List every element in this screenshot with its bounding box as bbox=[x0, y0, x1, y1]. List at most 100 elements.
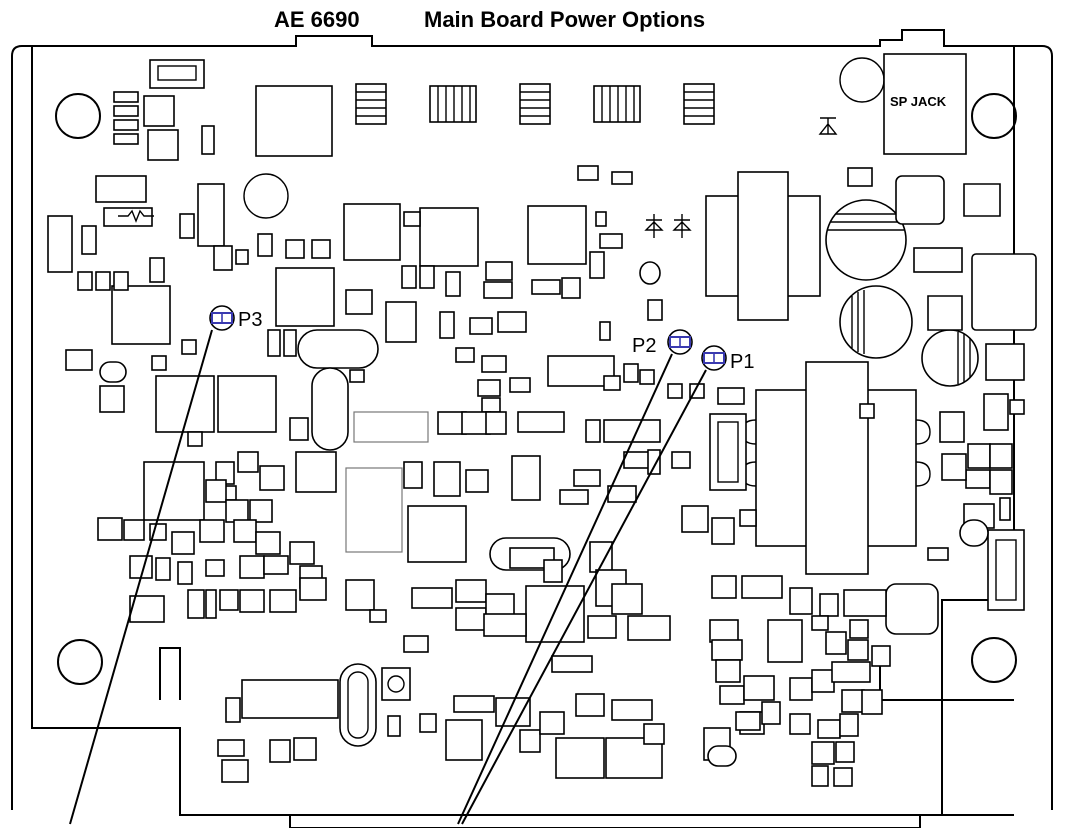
smd-component bbox=[411, 587, 453, 609]
smd-component bbox=[1009, 399, 1025, 415]
smd-component bbox=[419, 265, 435, 289]
smd-component bbox=[187, 589, 205, 619]
smd-component bbox=[453, 695, 495, 713]
smd-component bbox=[575, 693, 605, 717]
smd-component bbox=[269, 589, 297, 613]
transistor-package bbox=[99, 361, 127, 383]
smd-component bbox=[599, 233, 623, 249]
smd-component bbox=[611, 583, 643, 615]
smd-component bbox=[95, 271, 111, 291]
smd-component bbox=[847, 167, 873, 187]
jumper-p2-label: P2 bbox=[632, 335, 656, 357]
title-model: AE 6690 bbox=[274, 7, 360, 32]
smd-component bbox=[311, 239, 331, 259]
top-connector bbox=[149, 59, 205, 89]
integrated-circuits bbox=[111, 85, 1025, 719]
smd-component bbox=[741, 575, 783, 599]
smd-component bbox=[235, 249, 249, 265]
smd-component bbox=[225, 499, 249, 523]
smd-component bbox=[171, 531, 195, 555]
smd-component bbox=[939, 411, 965, 443]
smd-component bbox=[349, 369, 365, 383]
smd-component bbox=[789, 713, 811, 735]
smd-component bbox=[551, 655, 593, 673]
smd-component bbox=[739, 509, 757, 527]
smd-component bbox=[509, 377, 531, 393]
smd-component bbox=[433, 461, 461, 497]
smd-component bbox=[861, 689, 883, 715]
smd-component bbox=[477, 379, 501, 397]
mounting-holes bbox=[55, 57, 1017, 685]
smd-component bbox=[789, 677, 813, 701]
smd-component bbox=[103, 207, 153, 227]
smd-component bbox=[849, 619, 869, 639]
smd-component bbox=[483, 281, 513, 299]
smd-component bbox=[833, 767, 853, 787]
smd-component bbox=[847, 639, 869, 661]
smd-component bbox=[387, 715, 401, 737]
smd-component bbox=[481, 397, 501, 413]
smd-component bbox=[681, 505, 709, 533]
smd-component bbox=[839, 713, 859, 737]
smd-component bbox=[221, 759, 249, 783]
smd-component bbox=[481, 355, 507, 373]
smd-component bbox=[627, 615, 671, 641]
smd-component bbox=[259, 465, 285, 491]
smd-component bbox=[285, 239, 305, 259]
smd-component bbox=[999, 497, 1011, 521]
smd-component bbox=[205, 559, 225, 577]
smd-component bbox=[445, 271, 461, 297]
smd-component bbox=[255, 531, 281, 555]
smd-component bbox=[239, 555, 265, 579]
smd-component bbox=[469, 317, 493, 335]
sp-jack-label: SP JACK bbox=[890, 94, 947, 109]
smd-component bbox=[711, 575, 737, 599]
smd-component bbox=[217, 739, 245, 757]
smd-component bbox=[767, 619, 803, 663]
smd-component bbox=[129, 595, 165, 623]
striped-connectors bbox=[355, 83, 715, 125]
smd-component bbox=[263, 555, 289, 575]
smd-component bbox=[213, 245, 233, 271]
smd-component bbox=[871, 645, 891, 667]
smd-component bbox=[97, 517, 123, 541]
smd-component bbox=[743, 675, 775, 701]
smd-component bbox=[577, 165, 599, 181]
smd-component bbox=[817, 719, 841, 739]
smd-component bbox=[239, 589, 265, 613]
smd-component bbox=[205, 589, 217, 619]
smd-component bbox=[623, 363, 639, 383]
smd-component bbox=[269, 739, 291, 763]
smd-component bbox=[511, 455, 541, 501]
smd-component bbox=[299, 577, 327, 601]
smd-component bbox=[573, 469, 601, 487]
smd-component bbox=[989, 443, 1013, 469]
smd-component bbox=[113, 271, 129, 291]
smd-component bbox=[95, 175, 147, 203]
smd-component bbox=[249, 499, 273, 523]
smd-component bbox=[509, 547, 555, 569]
smd-component bbox=[811, 741, 835, 765]
smd-component bbox=[531, 279, 561, 295]
smd-component bbox=[385, 301, 417, 343]
transistor-package bbox=[639, 261, 661, 285]
smd-component bbox=[623, 451, 651, 469]
smd-component bbox=[519, 729, 541, 753]
smd-component bbox=[555, 737, 605, 779]
smd-component bbox=[761, 701, 781, 725]
smd-component bbox=[647, 299, 663, 321]
smd-component bbox=[143, 95, 175, 127]
smd-component bbox=[151, 355, 167, 371]
smd-component bbox=[927, 547, 949, 561]
smd-component bbox=[465, 469, 489, 493]
smd-component bbox=[65, 349, 93, 371]
smd-component bbox=[485, 261, 513, 281]
smd-component bbox=[811, 669, 835, 693]
smd-component bbox=[403, 211, 421, 227]
smd-component bbox=[643, 723, 665, 745]
diodes bbox=[118, 117, 838, 238]
smd-component bbox=[205, 479, 227, 503]
smd-component bbox=[149, 523, 167, 541]
smd-component bbox=[123, 519, 145, 541]
smd-component bbox=[455, 347, 475, 363]
